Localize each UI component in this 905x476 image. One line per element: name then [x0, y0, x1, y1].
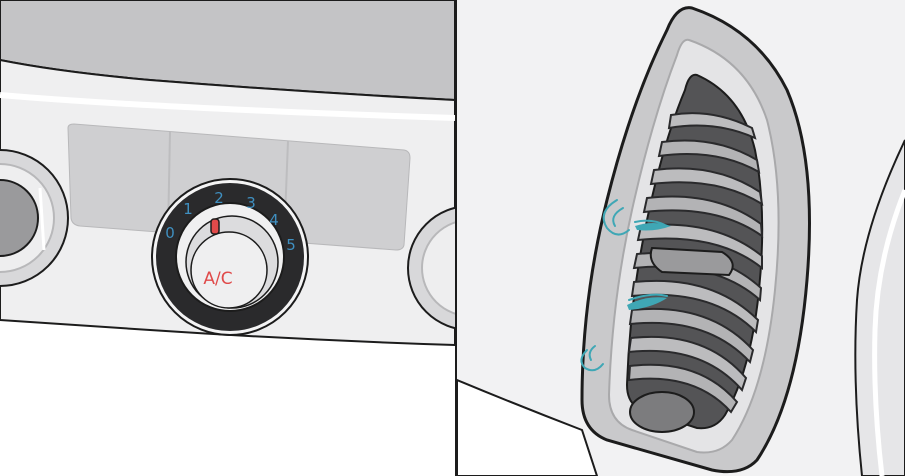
dial-number-0: 0: [165, 224, 175, 242]
dial-number-2: 2: [214, 189, 224, 207]
left-knob: [0, 149, 69, 287]
fan-speed-dial[interactable]: 0 1 2 3 4 5 A/C: [151, 178, 309, 336]
dial-number-5: 5: [286, 236, 296, 254]
dial-number-4: 4: [269, 211, 279, 229]
dial-number-1: 1: [183, 200, 193, 218]
dial-number-3: 3: [246, 194, 256, 212]
ac-button[interactable]: [190, 231, 268, 309]
dashboard-panel: 0 1 2 3 4 5 A/C: [0, 0, 455, 347]
ac-button-label: A/C: [203, 269, 232, 289]
dial-indicator: [210, 218, 220, 235]
air-vent-illustration: [457, 0, 905, 476]
air-vent-panel: [457, 0, 905, 476]
vent-adjust-tab[interactable]: [649, 246, 734, 277]
dashboard-illustration: 0 1 2 3 4 5 A/C: [0, 0, 455, 347]
air-vent: [580, 6, 811, 474]
panel-divider: [455, 0, 457, 476]
right-knob: [407, 206, 455, 330]
